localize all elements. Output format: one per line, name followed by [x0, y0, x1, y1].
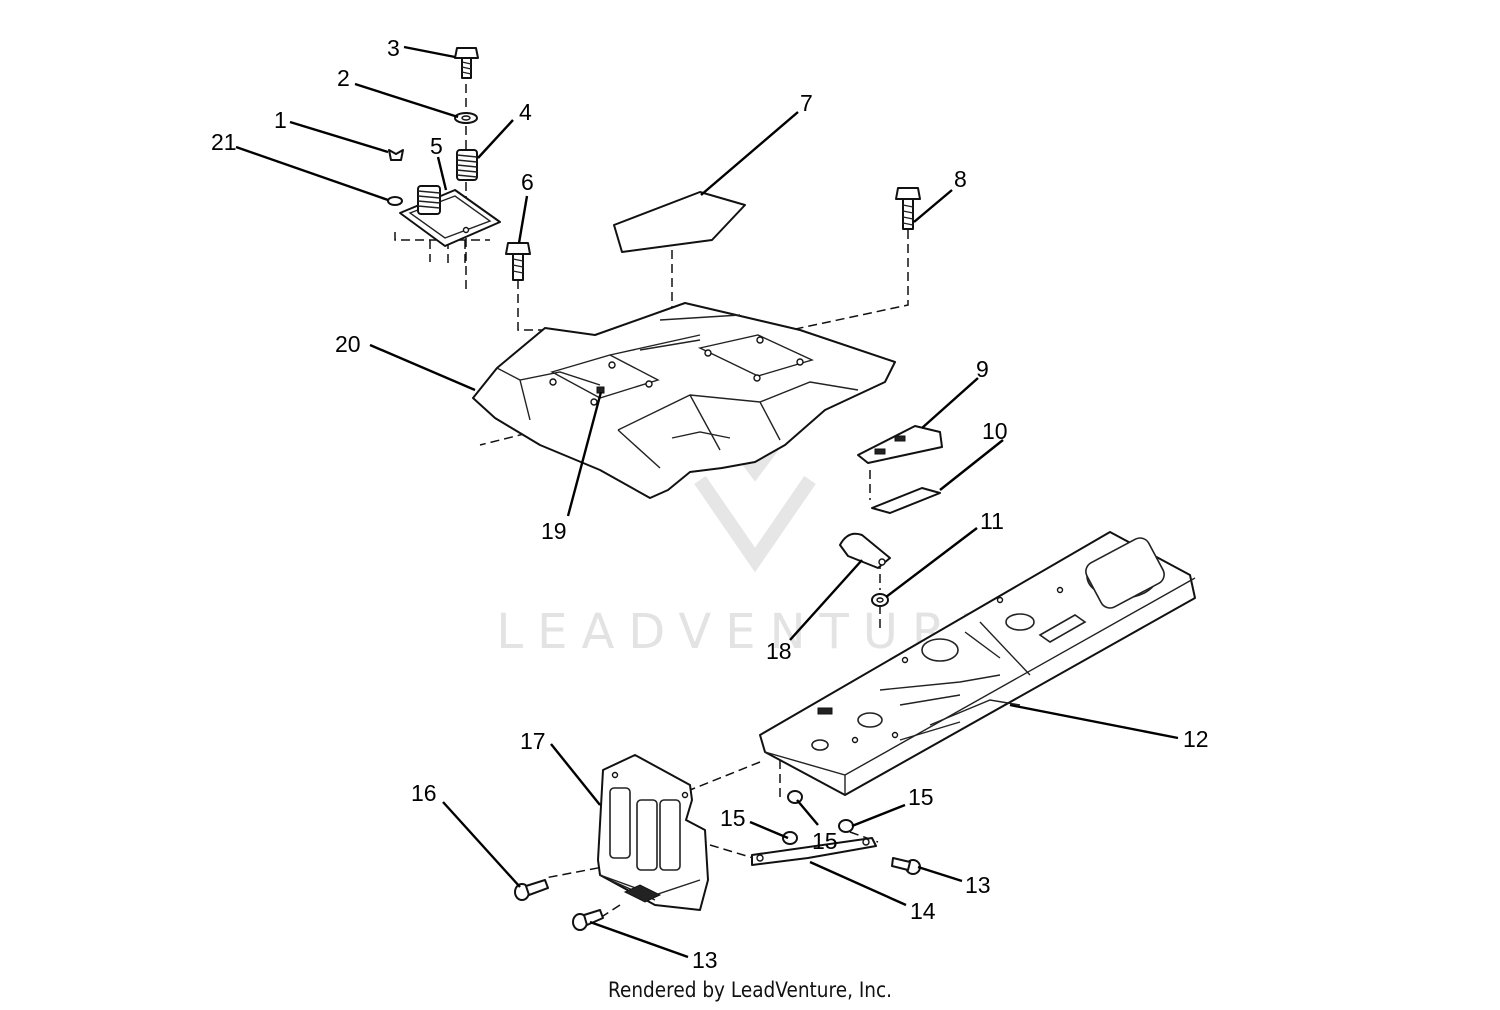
callout-labels: 1 2 3 4 5 6 7 8 9 10 11 12 13 13 14 15 1…	[211, 35, 1209, 973]
callout-10: 10	[982, 418, 1008, 444]
part-9-bracket	[857, 425, 943, 464]
callout-20: 20	[335, 331, 361, 357]
part-14-bracket	[751, 837, 877, 866]
part-11-nut	[871, 593, 889, 607]
leader-lines	[235, 45, 1179, 959]
callout-19: 19	[541, 518, 567, 544]
callout-4: 4	[519, 99, 532, 125]
part-12-frame	[759, 531, 1196, 796]
part-20-fender	[472, 302, 896, 499]
callout-5: 5	[430, 133, 443, 159]
callout-13-right: 13	[965, 872, 991, 898]
part-13-bolt-lower	[572, 909, 604, 931]
part-8-bolt	[895, 187, 921, 230]
callout-7: 7	[800, 90, 813, 116]
callout-14: 14	[910, 898, 936, 924]
part-18-clamp	[839, 532, 891, 569]
callout-12: 12	[1183, 726, 1209, 752]
callout-9: 9	[976, 356, 989, 382]
part-7-pad	[613, 191, 746, 253]
part-21-washer	[387, 196, 403, 206]
part-17-panel	[597, 754, 709, 911]
part-4-spring	[456, 149, 478, 181]
callout-21: 21	[211, 129, 237, 155]
part-13-bolt-right	[891, 857, 921, 875]
callout-15-left: 15	[720, 805, 746, 831]
callout-8: 8	[954, 166, 967, 192]
callout-16: 16	[411, 780, 437, 806]
part-16-bolt	[514, 879, 549, 901]
callout-18: 18	[766, 638, 792, 664]
footer-credit: Rendered by LeadVenture, Inc.	[607, 978, 893, 1002]
part-3-bolt	[454, 47, 479, 79]
part-10-plate	[871, 487, 941, 514]
callout-1: 1	[274, 107, 287, 133]
part-1-wing-nut	[388, 149, 404, 161]
callout-2: 2	[337, 65, 350, 91]
callout-6: 6	[521, 169, 534, 195]
callout-13-lower: 13	[692, 947, 718, 973]
part-5-plate	[399, 185, 501, 247]
part-2-washer	[454, 112, 478, 124]
callout-17: 17	[520, 728, 546, 754]
callout-15-mid: 15	[812, 828, 838, 854]
callout-11: 11	[980, 508, 1004, 534]
callout-3: 3	[387, 35, 400, 61]
callout-15-right: 15	[908, 784, 934, 810]
part-6-bolt	[505, 242, 531, 281]
